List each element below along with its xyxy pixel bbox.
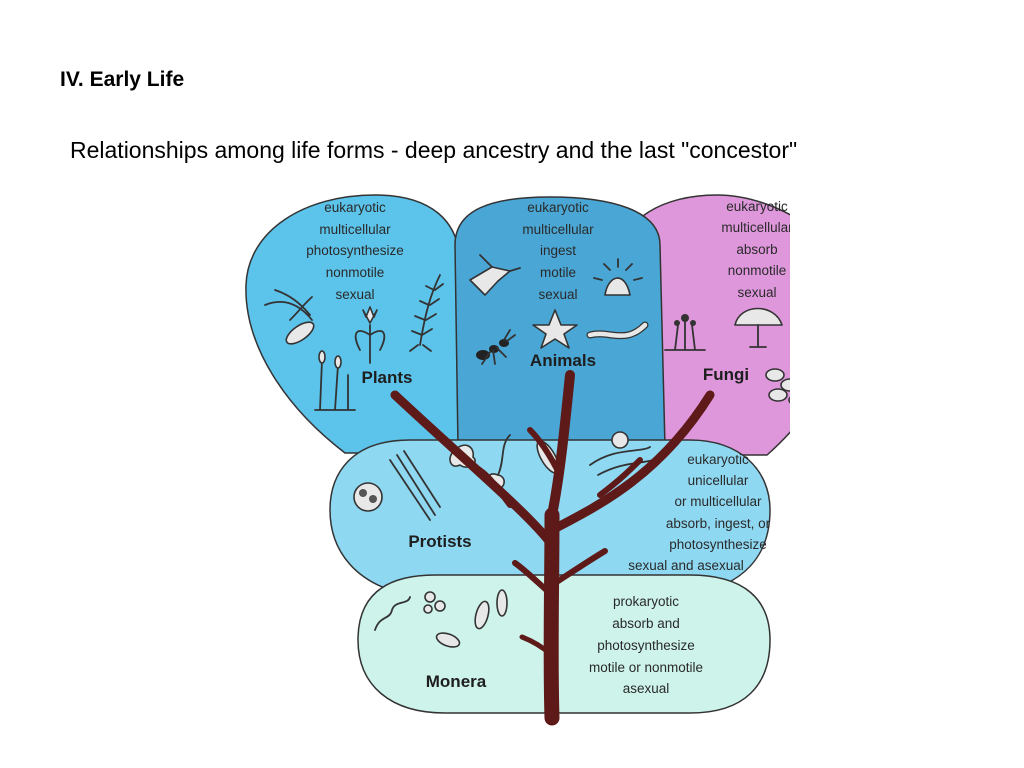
worm-icon — [586, 321, 649, 340]
tree-of-life-diagram: eukaryotic multicellular photosynthesize… — [245, 194, 790, 726]
plants-trait: nonmotile — [326, 265, 385, 280]
plants-traits: eukaryotic multicellular photosynthesize… — [306, 200, 404, 302]
starfish-icon — [532, 309, 578, 349]
seaweed-icon — [264, 289, 315, 345]
monera-traits: prokaryotic absorb and photosynthesize m… — [589, 594, 703, 696]
slide-subtitle: Relationships among life forms - deep an… — [70, 137, 798, 163]
monera-band — [357, 574, 771, 714]
jellyfish-icon — [593, 258, 643, 296]
fungi-name: Fungi — [703, 365, 749, 384]
plants-trait: sexual — [335, 287, 374, 302]
monera-trait: asexual — [623, 681, 670, 696]
plants-name: Plants — [361, 368, 412, 387]
protists-trait: absorb, ingest, or — [666, 516, 771, 531]
diatom-icon — [353, 482, 383, 512]
slide-heading: IV. Early Life — [60, 68, 185, 91]
animals-trait: motile — [540, 265, 576, 280]
protists-trait: eukaryotic — [687, 452, 749, 467]
protists-trait: or multicellular — [674, 494, 762, 509]
animals-trait: ingest — [540, 243, 576, 258]
tulip-icon — [354, 306, 386, 364]
monera-name: Monera — [426, 672, 487, 691]
animals-trait: eukaryotic — [527, 200, 589, 215]
monera-trait: absorb and — [612, 616, 680, 631]
plants-trait: multicellular — [319, 222, 391, 237]
fungi-illustrations — [664, 307, 790, 404]
plants-trait: photosynthesize — [306, 243, 404, 258]
algae-filaments-icon — [389, 450, 441, 521]
monera-trait: photosynthesize — [597, 638, 695, 653]
tree-of-life-trunk — [390, 370, 715, 726]
plant-illustrations — [264, 274, 444, 411]
fungi-trait: nonmotile — [728, 263, 787, 278]
monera-trait: motile or nonmotile — [589, 660, 703, 675]
protists-traits: eukaryotic unicellular or multicellular … — [628, 452, 770, 573]
mushroom-icon — [734, 307, 783, 348]
spirochete-icon — [374, 596, 411, 631]
monera-illustrations — [374, 589, 508, 648]
animal-illustrations — [469, 254, 649, 365]
moss-icon — [314, 350, 356, 411]
fungi-trait: absorb — [736, 242, 777, 257]
bacillus-icon — [474, 600, 490, 630]
coccus-icon — [424, 591, 436, 603]
mold-icon — [664, 314, 706, 351]
ant-icon — [476, 329, 516, 365]
mushroom-cluster-icon — [765, 368, 790, 404]
fungi-traits: eukaryotic multicellular absorb nonmotil… — [721, 199, 790, 300]
protists-trait: unicellular — [688, 473, 749, 488]
bacillus-icon — [496, 589, 508, 617]
protists-name: Protists — [408, 532, 471, 551]
protists-trait: photosynthesize — [669, 537, 767, 552]
animals-name: Animals — [530, 351, 596, 370]
coccus-icon — [423, 604, 433, 614]
plants-trait: eukaryotic — [324, 200, 386, 215]
animals-trait: sexual — [538, 287, 577, 302]
fungi-trait: sexual — [737, 285, 776, 300]
bird-icon — [469, 254, 521, 296]
bacillus-icon — [435, 632, 461, 648]
protists-trait: sexual and asexual — [628, 558, 744, 573]
fungi-trait: multicellular — [721, 220, 790, 235]
coccus-icon — [434, 600, 446, 612]
fern-icon — [409, 274, 444, 352]
animals-traits: eukaryotic multicellular ingest motile s… — [522, 200, 594, 302]
monera-trait: prokaryotic — [613, 594, 679, 609]
animals-trait: multicellular — [522, 222, 594, 237]
fungi-trait: eukaryotic — [726, 199, 788, 214]
plants-lobe — [245, 194, 461, 454]
